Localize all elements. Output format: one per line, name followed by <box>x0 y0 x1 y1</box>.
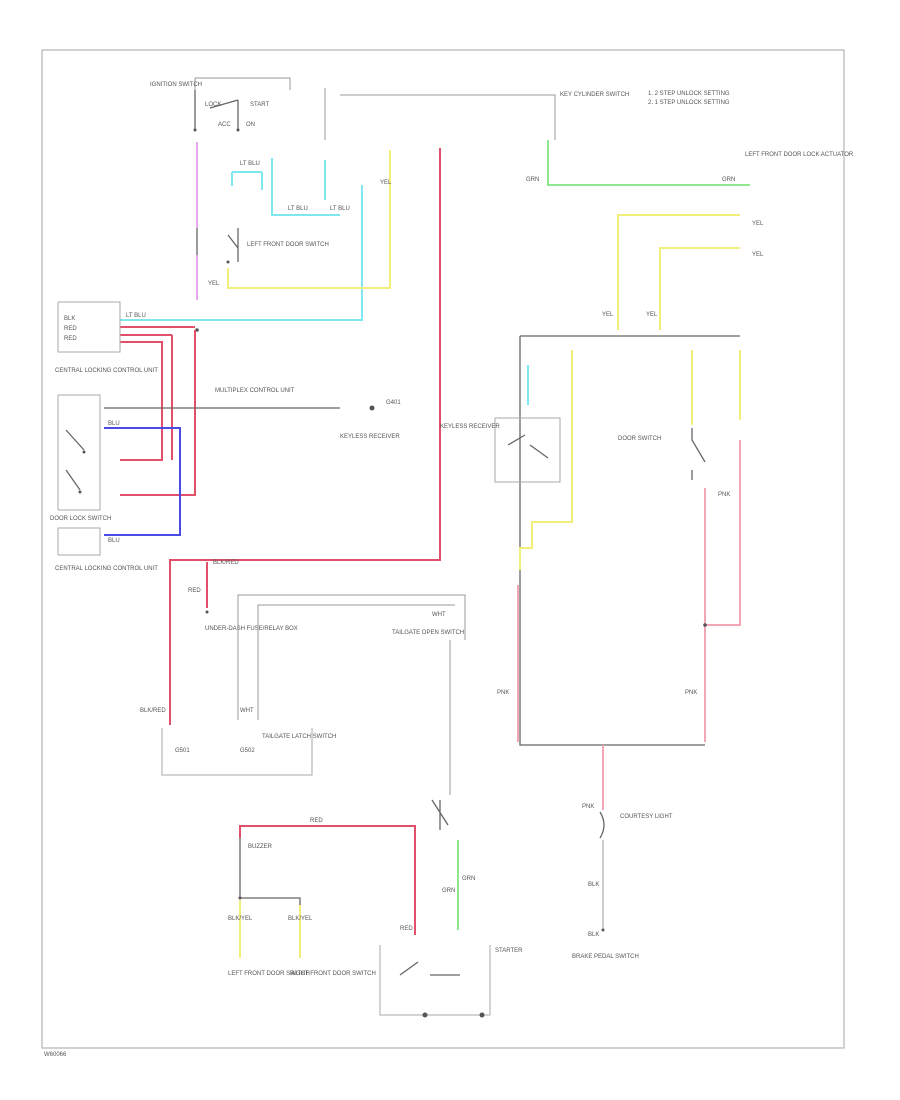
svg-text:LT BLU: LT BLU <box>240 161 260 167</box>
svg-text:LT BLU: LT BLU <box>126 313 146 319</box>
courtesy-light-label: COURTESY LIGHT <box>620 814 673 820</box>
keyless-receiver-label: KEYLESS RECEIVER <box>440 424 500 430</box>
svg-text:GRN: GRN <box>526 177 539 183</box>
left-front-door-switch-bottom-label: LEFT FRONT DOOR SWITCH <box>228 971 310 977</box>
svg-text:KEYLESS RECEIVER: KEYLESS RECEIVER <box>340 434 400 440</box>
svg-text:WHT: WHT <box>432 612 446 618</box>
svg-text:GRN: GRN <box>462 876 475 882</box>
svg-text:GRN: GRN <box>722 177 735 183</box>
door-lock-switch-label: DOOR LOCK SWITCH <box>50 516 111 522</box>
svg-text:BLK/RED: BLK/RED <box>213 560 239 566</box>
svg-text:BLK/YEL: BLK/YEL <box>228 916 253 922</box>
svg-text:G502: G502 <box>240 748 255 754</box>
under-dash-fuse-box-label: UNDER-DASH FUSE/RELAY BOX <box>205 626 298 632</box>
buzzer-label: BUZZER <box>248 844 273 850</box>
ignition-on-label: ON <box>246 122 255 128</box>
starter-label: STARTER <box>495 948 523 954</box>
fuse-relay-box: G501 G502 TAILGATE LATCH SWITCH <box>161 728 336 776</box>
left-front-door-lock-actuator-label: LEFT FRONT DOOR LOCK ACTUATOR <box>745 152 854 158</box>
svg-text:GRN: GRN <box>442 888 455 894</box>
brake-pedal-switch-label: BRAKE PEDAL SWITCH <box>572 954 639 960</box>
svg-text:RED: RED <box>400 926 413 932</box>
svg-text:BLK/RED: BLK/RED <box>140 708 166 714</box>
ignition-switch-label: IGNITION SWITCH <box>150 82 202 88</box>
door-switch-small: LEFT FRONT DOOR SWITCH <box>226 228 329 264</box>
tailgate-open-switch-label: TAILGATE OPEN SWITCH <box>392 630 464 636</box>
svg-text:BLK/YEL: BLK/YEL <box>288 916 313 922</box>
svg-text:G401: G401 <box>386 400 401 406</box>
courtesy-light: COURTESY LIGHT PNK BLK BLK BRAKE PEDAL S… <box>572 804 673 960</box>
svg-text:YEL: YEL <box>602 312 614 318</box>
svg-text:YEL: YEL <box>752 252 764 258</box>
svg-text:CENTRAL LOCKING CONTROL UNIT: CENTRAL LOCKING CONTROL UNIT <box>55 566 158 572</box>
svg-text:BLK: BLK <box>588 932 599 938</box>
svg-text:PNK: PNK <box>497 690 509 696</box>
left-front-door-switch-label: LEFT FRONT DOOR SWITCH <box>247 242 329 248</box>
legend-2: 2. 1 STEP UNLOCK SETTING <box>648 100 730 106</box>
svg-text:BLK: BLK <box>588 882 599 888</box>
legend-1: 1. 2 STEP UNLOCK SETTING <box>648 91 730 97</box>
svg-text:PNK: PNK <box>685 690 697 696</box>
keyless-receiver: KEYLESS RECEIVER <box>440 417 561 483</box>
svg-text:YEL: YEL <box>380 180 392 186</box>
diagram-frame <box>41 49 845 1049</box>
svg-text:PNK: PNK <box>718 492 730 498</box>
svg-text:YEL: YEL <box>752 221 764 227</box>
ignition-acc-label: ACC <box>218 122 231 128</box>
svg-text:LT BLU: LT BLU <box>330 206 350 212</box>
door-switch-label: DOOR SWITCH <box>618 436 661 442</box>
footer-code: W60066 <box>44 1052 67 1058</box>
svg-text:YEL: YEL <box>208 281 220 287</box>
svg-text:PNK: PNK <box>582 804 594 810</box>
door-lock-switch: DOOR LOCK SWITCH <box>50 394 111 522</box>
ignition-switch: IGNITION SWITCH LOCK START ACC ON <box>150 77 291 132</box>
svg-text:BLK: BLK <box>64 316 75 322</box>
svg-text:MULTIPLEX CONTROL UNIT: MULTIPLEX CONTROL UNIT <box>215 388 295 394</box>
svg-text:TAILGATE LATCH SWITCH: TAILGATE LATCH SWITCH <box>262 734 336 740</box>
svg-text:RED: RED <box>64 336 77 342</box>
ecu-connector-top: BLK RED RED CENTRAL LOCKING CONTROL UNIT <box>55 301 158 374</box>
svg-text:LT BLU: LT BLU <box>288 206 308 212</box>
svg-text:RED: RED <box>64 326 77 332</box>
right-front-door-switch-label: RIGHT FRONT DOOR SWITCH <box>290 971 376 977</box>
ignition-start-label: START <box>250 102 269 108</box>
key-cylinder-switch-label: KEY CYLINDER SWITCH <box>560 92 629 98</box>
svg-text:YEL: YEL <box>646 312 658 318</box>
ecu-connector-bottom: CENTRAL LOCKING CONTROL UNIT <box>55 527 158 572</box>
starter: STARTER <box>379 945 523 1018</box>
svg-text:RED: RED <box>188 588 201 594</box>
svg-text:BLU: BLU <box>108 421 120 427</box>
svg-text:WHT: WHT <box>240 708 254 714</box>
svg-text:G501: G501 <box>175 748 190 754</box>
ignition-lock-label: LOCK <box>205 102 221 108</box>
door-switch-right: DOOR SWITCH <box>618 428 706 480</box>
svg-text:RED: RED <box>310 818 323 824</box>
svg-text:BLU: BLU <box>108 538 120 544</box>
ecu-label: CENTRAL LOCKING CONTROL UNIT <box>55 368 158 374</box>
